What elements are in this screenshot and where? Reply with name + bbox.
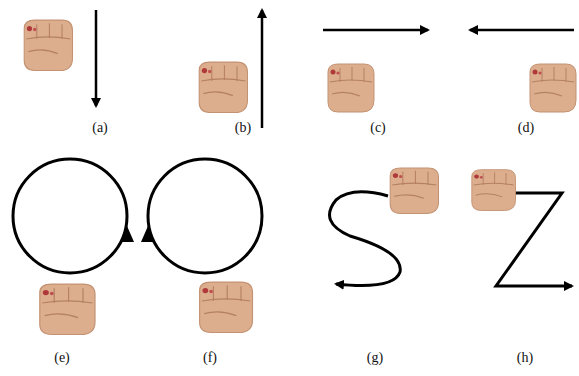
panel-label: (g): [367, 350, 383, 366]
panel-label: (b): [235, 120, 251, 136]
panel-label: (c): [370, 120, 386, 136]
panel-label: (h): [517, 350, 533, 366]
panel-label: (f): [203, 350, 217, 366]
panel-label: (a): [92, 120, 108, 136]
panel-label: (e): [54, 350, 70, 366]
panel-label: (d): [518, 120, 534, 136]
